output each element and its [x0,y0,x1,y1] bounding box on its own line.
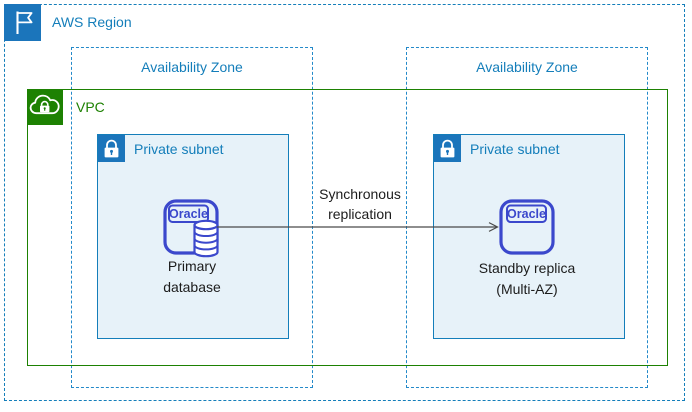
oracle-instance-icon: Oracle [499,199,555,255]
flag-icon [16,11,33,34]
oracle-engine-label: Oracle [507,207,546,221]
private-subnet-2-box: Private subnet [433,134,625,339]
lock-icon [440,139,455,158]
vpc-label: VPC [76,99,105,115]
cloud-lock-icon [29,94,60,115]
aws-region-icon-square [4,4,41,41]
replication-caption: Synchronous replication [319,186,401,222]
private-subnet-2-icon-square [434,135,461,162]
private-subnet-1-label: Private subnet [134,141,224,157]
availability-zone-2-label: Availability Zone [476,59,578,75]
standby-replica-caption: Standby replica (Multi-AZ) [478,260,576,297]
oracle-database-instance-icon: Oracle [163,199,219,258]
standby-replica-node: Oracle [498,198,558,260]
private-subnet-1-icon-square [98,135,125,162]
oracle-engine-label: Oracle [169,207,208,221]
vpc-box [27,89,668,366]
primary-database-caption: Primary database [163,258,221,295]
lock-icon [104,139,119,158]
availability-zone-1-box: Availability Zone [71,47,313,388]
availability-zone-2-box: Availability Zone [406,47,648,388]
aws-region-label: AWS Region [52,14,132,30]
private-subnet-1-box: Private subnet [97,134,289,339]
primary-database-node: Oracle [162,198,222,260]
aws-region-box [4,4,685,401]
availability-zone-1-label: Availability Zone [141,59,243,75]
private-subnet-2-label: Private subnet [470,141,560,157]
vpc-icon-square [27,89,63,125]
